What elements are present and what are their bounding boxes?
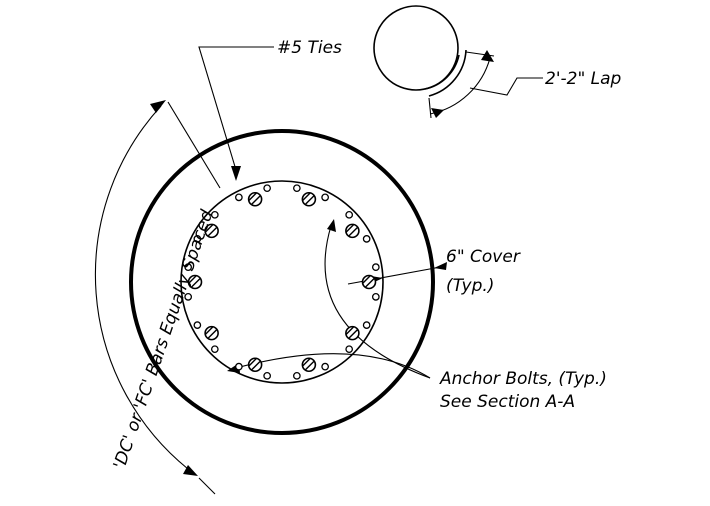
- cover-arrow-2: [434, 262, 447, 270]
- anchor-bolt-circle: [345, 325, 360, 341]
- anchor-bolt-hatch: [345, 326, 355, 336]
- anchor-bolt: [247, 191, 263, 207]
- ties-leader-arrow: [231, 166, 241, 181]
- anchor-bolt: [345, 223, 360, 239]
- bars-arc-arrow-top: [150, 100, 166, 113]
- anchor-bolt-hatch: [207, 329, 218, 339]
- longitudinal-bar: [293, 371, 301, 380]
- longitudinal-bar: [184, 293, 193, 301]
- anchor-bolt-hatch: [207, 227, 218, 237]
- longitudinal-bar: [235, 193, 243, 202]
- anchor-bolt-hatch: [305, 195, 315, 205]
- anchor-bolt-circle: [204, 223, 219, 239]
- anchor-arrow-upper: [327, 219, 336, 232]
- anchor-bolt-hatch: [348, 227, 358, 237]
- anchor-bolt-hatch: [191, 278, 201, 288]
- anchor-leader-arc-upper: [324, 225, 431, 379]
- longitudinal-bar: [293, 184, 301, 193]
- longitudinal-bars: [184, 184, 380, 380]
- ties-leader: [198, 46, 274, 171]
- anchor-bolt: [361, 274, 377, 290]
- longitudinal-bar: [235, 362, 243, 371]
- anchor-bolt: [204, 325, 219, 341]
- lap-arrow-1: [481, 50, 494, 62]
- bars-arc-arrow-bottom: [183, 465, 198, 476]
- anchor-bolts: [187, 191, 377, 373]
- anchor-bolt-hatch: [248, 192, 258, 202]
- anchor-bolt: [301, 191, 317, 207]
- anchor-bolt-circle: [345, 223, 360, 239]
- longitudinal-bar: [263, 184, 271, 193]
- anchor-bolt: [187, 274, 203, 290]
- lap-label: 2'-2" Lap: [545, 69, 622, 89]
- anchor-bolt-circle: [247, 357, 263, 373]
- anchor-bolt: [301, 357, 317, 373]
- anchor-bolt-circle: [301, 191, 317, 207]
- anchor-bolt-hatch: [204, 223, 214, 233]
- longitudinal-bar: [321, 193, 329, 202]
- cover-label: 6" Cover: [446, 247, 521, 267]
- lap-arrow-2: [431, 108, 444, 118]
- longitudinal-bar: [193, 321, 202, 329]
- longitudinal-bar: [321, 362, 329, 371]
- longitudinal-bar: [371, 293, 380, 301]
- longitudinal-bar: [184, 263, 193, 271]
- anchor-section-label: See Section A-A: [440, 392, 575, 412]
- anchor-bolt-hatch: [301, 192, 311, 202]
- anchor-bolt-hatch: [204, 326, 214, 336]
- lap-detail-circle: [373, 5, 459, 91]
- tie-circle: [180, 180, 384, 384]
- anchor-bolt-hatch: [305, 360, 315, 371]
- longitudinal-bar: [371, 263, 380, 271]
- anchor-bolt-circle: [247, 191, 263, 207]
- anchor-bolt: [204, 223, 219, 239]
- anchor-bolts-label: Anchor Bolts, (Typ.): [439, 369, 607, 389]
- anchor-bolt-circle: [361, 274, 377, 290]
- longitudinal-bar: [362, 321, 371, 329]
- anchor-leader-arc-lower: [235, 353, 431, 379]
- longitudinal-bar: [193, 235, 202, 243]
- longitudinal-bar: [345, 345, 354, 354]
- lap-leader: [469, 77, 543, 96]
- lap-ext-line-2: [428, 97, 432, 119]
- ties-label: #5 Ties: [277, 38, 342, 58]
- longitudinal-bar: [362, 235, 371, 243]
- anchor-bolt-hatch: [248, 357, 258, 367]
- anchor-bolt-hatch: [187, 274, 198, 285]
- anchor-bolt-hatch: [361, 274, 372, 285]
- anchor-bolt-hatch: [348, 329, 358, 339]
- anchor-bolt-hatch: [251, 360, 261, 371]
- bars-dimension-arc: [94, 105, 189, 470]
- anchor-bolt: [345, 325, 360, 341]
- bars-ext-line-bottom: [198, 477, 216, 495]
- anchor-bolt-hatch: [365, 278, 375, 288]
- anchor-bolt-circle: [204, 325, 219, 341]
- longitudinal-bar: [210, 210, 219, 219]
- longitudinal-bar: [263, 371, 271, 380]
- cover-typ-label: (Typ.): [446, 276, 494, 296]
- lap-detail-arc-inner: [424, 54, 460, 90]
- anchor-bolt-hatch: [301, 357, 311, 367]
- lap-dimension-arc: [429, 57, 491, 115]
- anchor-bolt-circle: [301, 357, 317, 373]
- anchor-bolt: [247, 357, 263, 373]
- longitudinal-bar: [210, 345, 219, 354]
- outer-concrete-circle: [129, 129, 435, 435]
- lap-detail-arc: [428, 49, 467, 97]
- longitudinal-bar: [345, 210, 354, 219]
- anchor-bolt-hatch: [345, 223, 355, 233]
- anchor-bolt-hatch: [251, 195, 261, 205]
- bars-label: 'DC' or 'FC' Bars Equally Spaced: [110, 207, 218, 471]
- anchor-bolt-circle: [187, 274, 203, 290]
- bars-ext-line-top: [167, 101, 221, 189]
